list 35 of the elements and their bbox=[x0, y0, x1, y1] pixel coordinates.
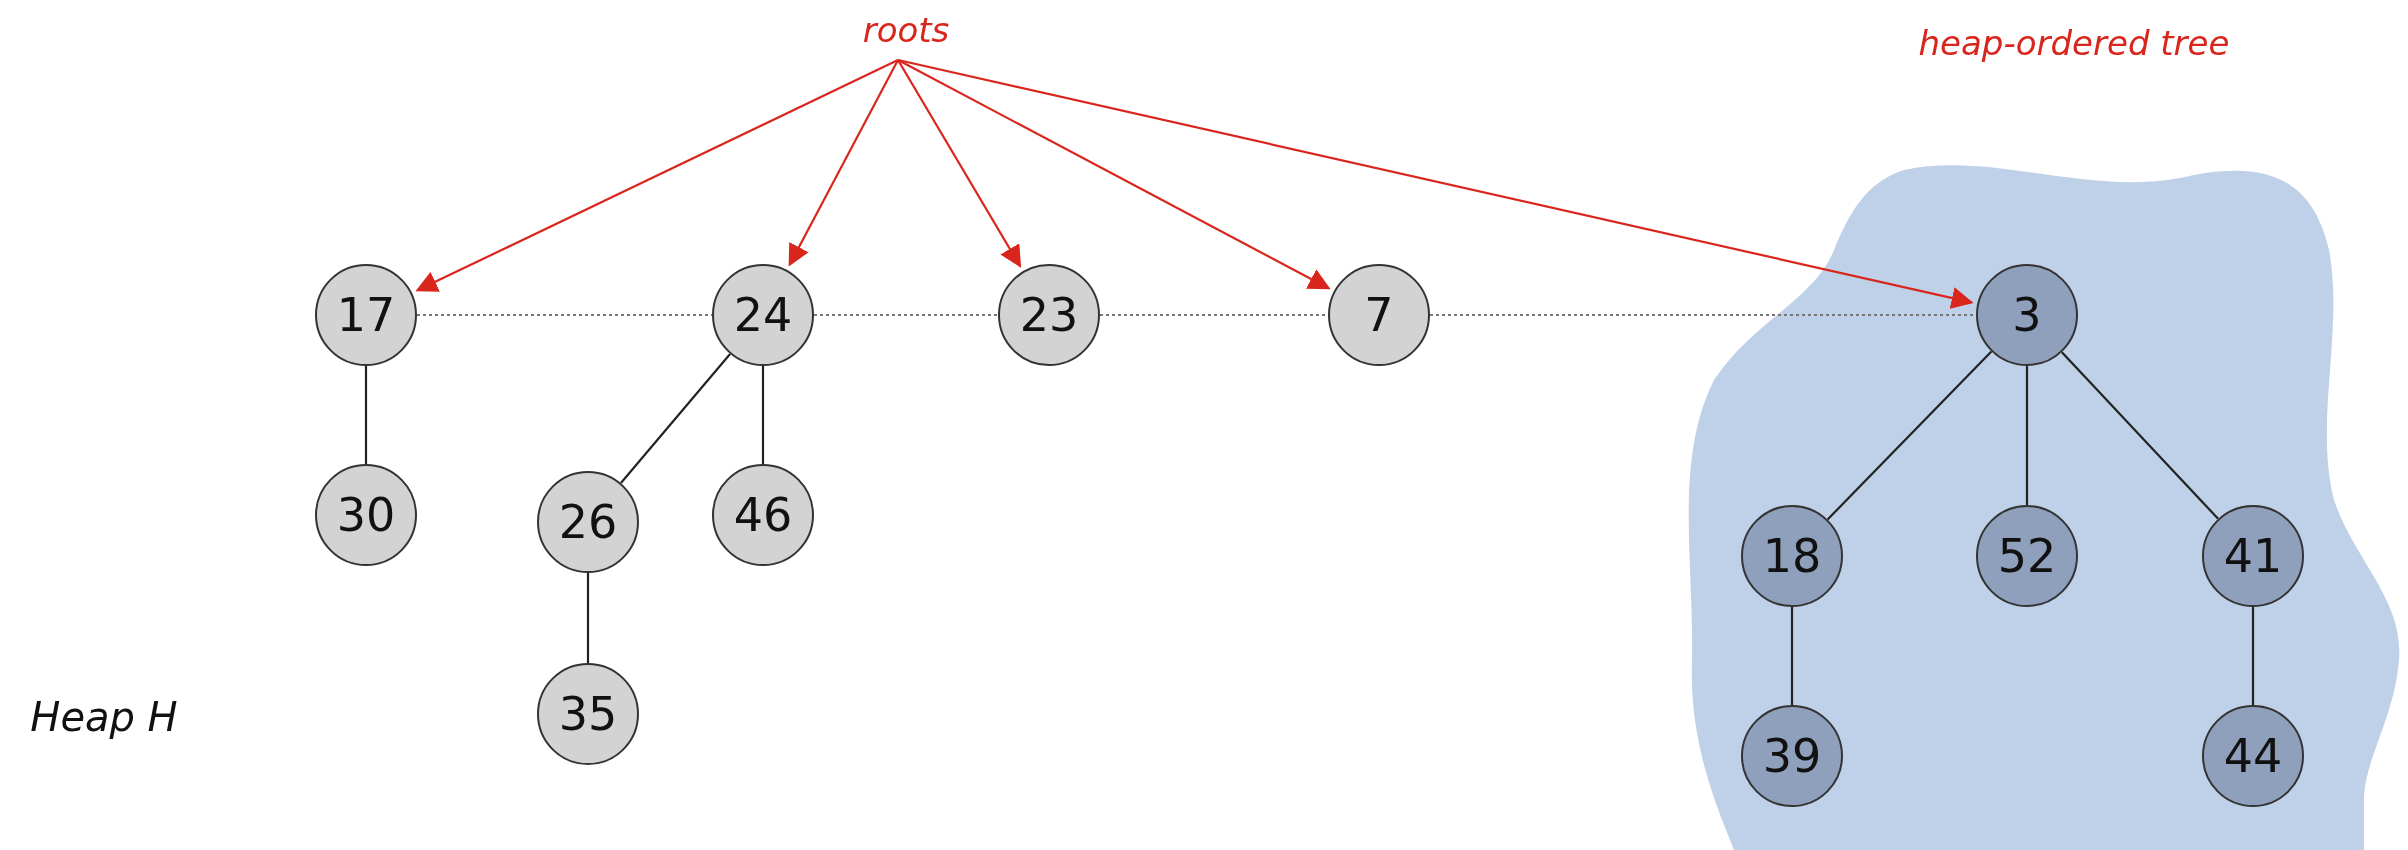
node-key: 46 bbox=[733, 488, 793, 542]
root-list-link bbox=[417, 313, 712, 317]
node-key: 30 bbox=[336, 488, 396, 542]
tree-edge bbox=[586, 573, 590, 663]
node-key: 18 bbox=[1762, 529, 1822, 583]
tree-edge bbox=[364, 366, 368, 464]
arrow bbox=[788, 59, 899, 267]
node-key: 24 bbox=[733, 288, 793, 342]
arrow bbox=[897, 58, 1974, 309]
node-key: 26 bbox=[558, 495, 618, 549]
node-key: 44 bbox=[2223, 729, 2283, 783]
arrow bbox=[415, 59, 899, 292]
root-list-link bbox=[1100, 313, 1328, 317]
node-key: 7 bbox=[1364, 288, 1394, 342]
node-key: 3 bbox=[2012, 288, 2042, 342]
tree-edge bbox=[2025, 366, 2029, 505]
heap-label: Heap H bbox=[30, 694, 178, 740]
tree-edge bbox=[761, 366, 765, 464]
tree-caption: heap-ordered tree bbox=[1918, 23, 2230, 63]
tree-edge bbox=[1826, 350, 1993, 521]
node-key: 23 bbox=[1019, 288, 1079, 342]
root-list-link bbox=[814, 313, 998, 317]
arrow bbox=[897, 59, 1022, 268]
arrow bbox=[897, 59, 1331, 290]
tree-edge bbox=[1790, 607, 1794, 705]
node-key: 39 bbox=[1762, 729, 1822, 783]
node-key: 17 bbox=[336, 288, 396, 342]
node-key: 35 bbox=[558, 687, 618, 741]
node-key: 52 bbox=[1997, 529, 2057, 583]
tree-edge bbox=[2251, 607, 2255, 705]
tree-edge bbox=[2061, 351, 2219, 520]
tree-edge bbox=[620, 353, 731, 484]
root-list-link bbox=[1430, 313, 1976, 317]
roots-label: roots bbox=[862, 10, 950, 50]
node-key: 41 bbox=[2223, 529, 2283, 583]
